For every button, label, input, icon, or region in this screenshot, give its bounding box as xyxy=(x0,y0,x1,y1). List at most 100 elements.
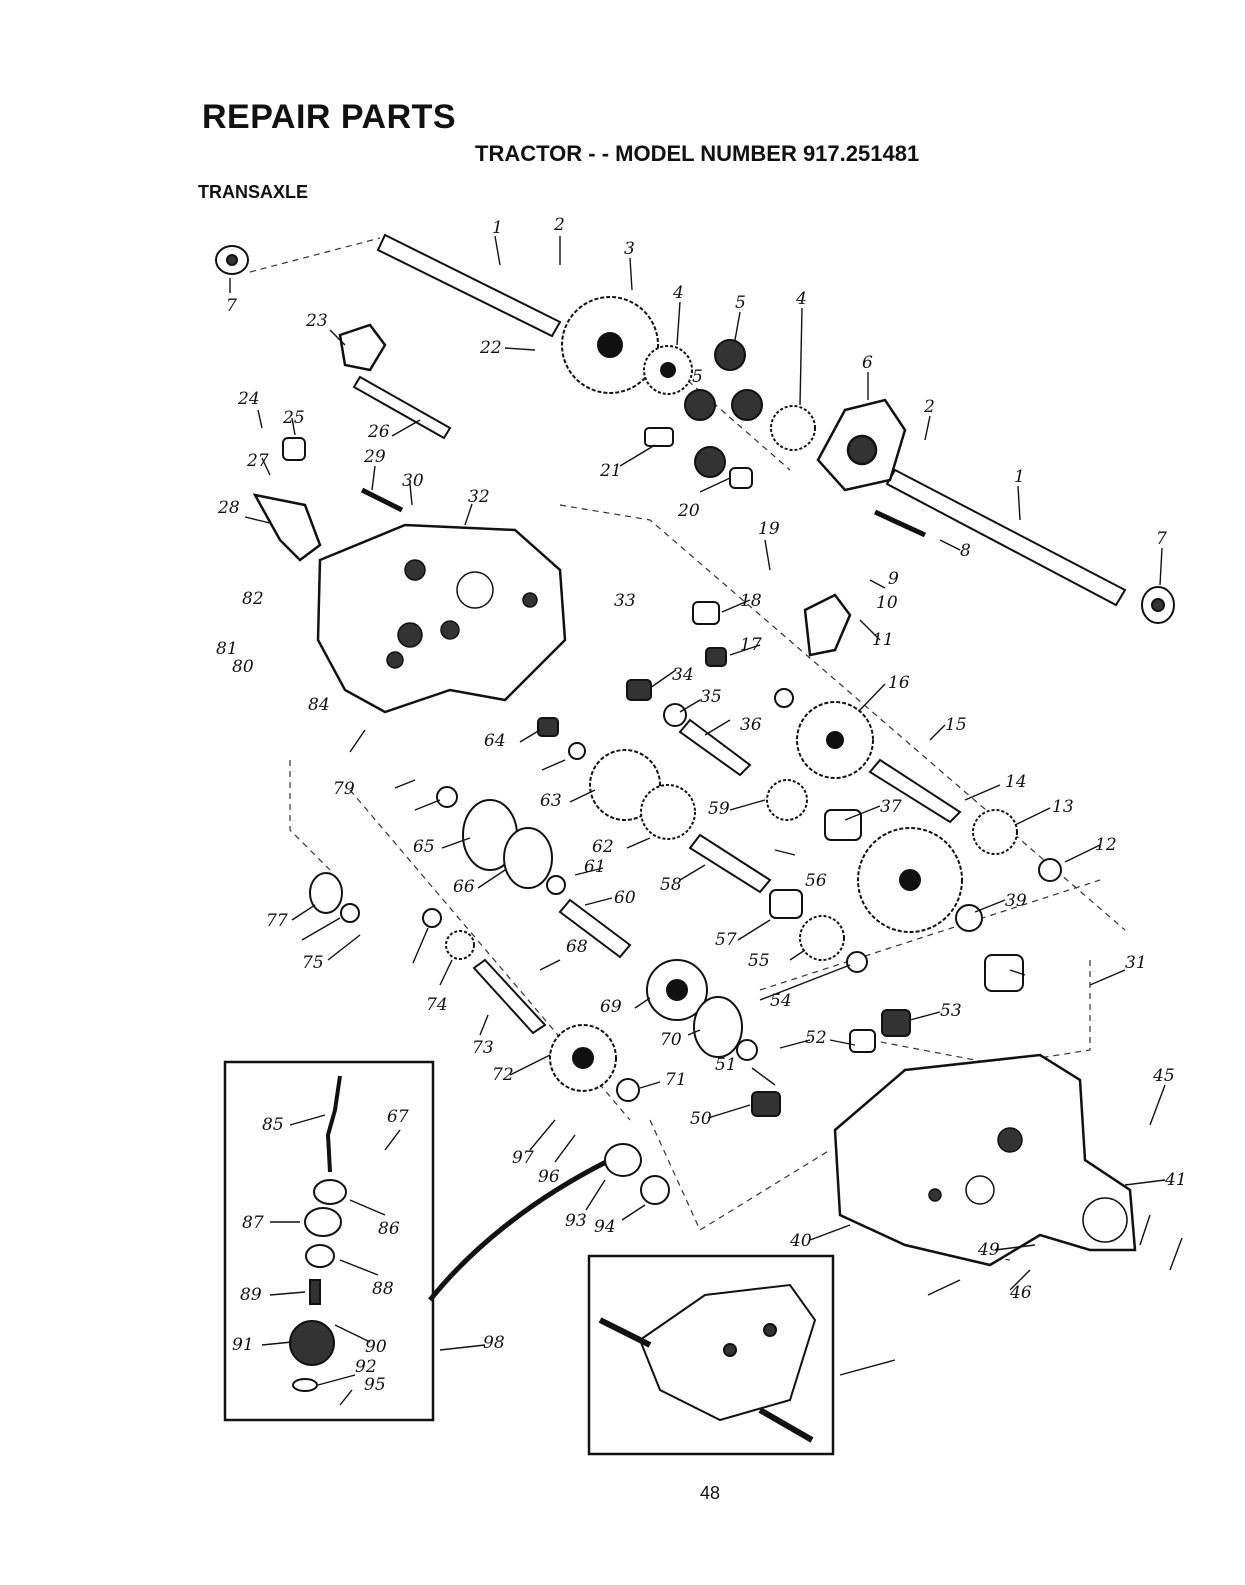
shift-fork-11 xyxy=(803,593,852,657)
handle-90 xyxy=(289,1320,335,1366)
callout-label: 9 xyxy=(888,569,899,589)
ring-93 xyxy=(640,1175,670,1205)
gear-5-b xyxy=(684,389,716,421)
callout-label: 1 xyxy=(492,218,503,238)
callout-label: 19 xyxy=(758,519,780,539)
callout-label: 87 xyxy=(242,1213,264,1233)
washer-12-a xyxy=(774,688,794,708)
callout-label: 6 xyxy=(862,353,873,373)
spring-88 xyxy=(309,1279,321,1305)
cable-97 xyxy=(428,1157,612,1302)
housings xyxy=(252,323,1137,1267)
washer-34 xyxy=(663,703,687,727)
gear-58 xyxy=(766,779,808,821)
callout-label: 25 xyxy=(282,408,305,428)
callout-label: 34 xyxy=(672,665,694,685)
callout-label: 70 xyxy=(660,1030,682,1050)
callout-label: 17 xyxy=(740,635,762,655)
callout-label: 7 xyxy=(226,296,237,316)
callout-label: 65 xyxy=(413,837,435,857)
callout-label: 71 xyxy=(665,1070,687,1090)
washer-75 xyxy=(309,872,343,914)
gear-5-a xyxy=(714,339,746,371)
callout-label: 58 xyxy=(660,875,682,895)
bearing-20 xyxy=(729,467,753,489)
callout-label: 84 xyxy=(308,695,330,715)
housing-half-39 xyxy=(833,1053,1137,1267)
callout-label: 36 xyxy=(740,715,762,735)
callout-label: 49 xyxy=(977,1240,1000,1260)
callout-label: 18 xyxy=(740,591,762,611)
washer-53-a xyxy=(436,786,458,808)
callout-label: 2 xyxy=(923,397,935,417)
callout-label: 82 xyxy=(242,589,264,609)
shifter-kit-inset-box xyxy=(223,1060,435,1422)
callout-label: 51 xyxy=(715,1055,737,1075)
shifter-kit-parts xyxy=(289,1075,347,1392)
bearing-56 xyxy=(769,889,803,919)
callout-label: 31 xyxy=(1125,953,1147,973)
bearing-36 xyxy=(824,809,862,841)
callout-label: 80 xyxy=(232,657,254,677)
callout-label: 91 xyxy=(232,1335,254,1355)
callout-label: 97 xyxy=(512,1148,534,1168)
washer-60 xyxy=(546,875,566,895)
shift-rod xyxy=(352,375,452,440)
callout-label: 45 xyxy=(1152,1066,1175,1086)
bearing-17 xyxy=(705,647,727,667)
callout-label: 16 xyxy=(888,673,910,693)
callout-label: 32 xyxy=(468,487,490,507)
bearing-52 xyxy=(881,1009,911,1037)
callout-label: 12 xyxy=(1095,835,1117,855)
callout-label: 67 xyxy=(387,1107,409,1127)
gear-62 xyxy=(589,749,661,821)
callout-label: 75 xyxy=(302,953,324,973)
callout-label: 8 xyxy=(960,541,971,561)
gear-5-c xyxy=(731,389,763,421)
bearing-21 xyxy=(644,427,674,447)
washer-70-b xyxy=(422,908,442,928)
page-title: REPAIR PARTS xyxy=(202,98,457,136)
housing-half-31 xyxy=(316,523,567,714)
callout-label: 81 xyxy=(216,639,238,659)
callout-label: 52 xyxy=(805,1028,827,1048)
callout-label: 4 xyxy=(672,283,684,303)
callout-label: 37 xyxy=(880,797,902,817)
callout-label: 10 xyxy=(876,593,898,613)
callout-label: 74 xyxy=(426,995,448,1015)
bearing-51 xyxy=(849,1029,876,1053)
dome-86 xyxy=(304,1207,342,1237)
callout-label: 23 xyxy=(305,311,328,331)
callout-label: 69 xyxy=(600,997,622,1017)
callout-label: 40 xyxy=(789,1231,812,1251)
callout-label: 59 xyxy=(708,799,730,819)
callout-label: 90 xyxy=(365,1337,387,1357)
callout-label: 53 xyxy=(940,1001,962,1021)
callout-label: 66 xyxy=(453,877,475,897)
callout-label: 50 xyxy=(690,1109,712,1129)
callout-label: 92 xyxy=(355,1357,377,1377)
callout-label: 56 xyxy=(805,871,827,891)
callout-label: 20 xyxy=(677,501,700,521)
callout-label: 13 xyxy=(1052,797,1074,817)
callout-label: 22 xyxy=(479,338,502,358)
callout-label: 46 xyxy=(1009,1283,1032,1303)
transaxle-assembly-inset-box xyxy=(587,1254,835,1456)
callout-label: 73 xyxy=(472,1038,494,1058)
callout-label: 98 xyxy=(483,1333,505,1353)
bushing-25 xyxy=(282,437,306,461)
callout-label: 41 xyxy=(1164,1170,1187,1190)
callout-label: 21 xyxy=(599,461,622,481)
bearing-63 xyxy=(537,717,559,737)
knob-92 xyxy=(604,1143,642,1177)
callout-label: 4 xyxy=(795,289,807,309)
pin-28 xyxy=(360,487,404,513)
callout-label: 68 xyxy=(566,937,588,957)
callout-label: 5 xyxy=(692,367,703,387)
callout-label: 61 xyxy=(584,857,606,877)
callout-label: 77 xyxy=(266,911,288,931)
shaft-35 xyxy=(678,718,752,777)
gear-61 xyxy=(640,784,696,840)
callout-label: 57 xyxy=(715,930,737,950)
dome-85 xyxy=(313,1179,347,1205)
